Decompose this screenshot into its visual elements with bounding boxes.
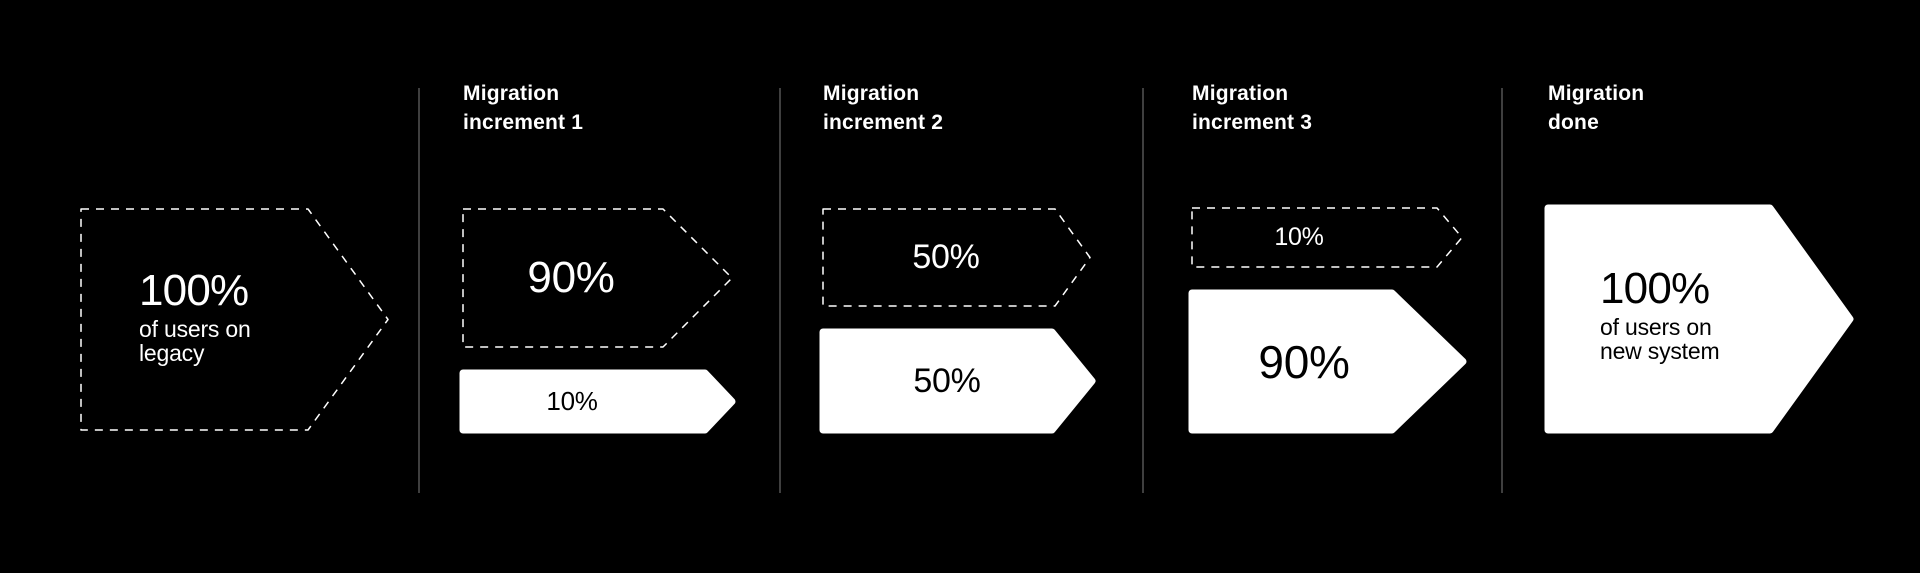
legacy-percent-caption: of users on legacy	[139, 317, 359, 365]
inc1-migrated-percent: 10%	[546, 386, 598, 416]
legacy-percent-value: 100%	[139, 266, 249, 315]
column-divider-3	[1142, 88, 1144, 493]
done-percent-value: 100%	[1600, 264, 1710, 313]
header-increment-3-line1: Migration	[1192, 82, 1289, 105]
inc2-migrated-solid-arrow-shape	[819, 328, 1096, 434]
inc2-migrated-percent: 50%	[913, 361, 981, 400]
legacy-arrow-label: 100% of users on legacy	[139, 266, 359, 366]
done-arrow-label: 100% of users on new system	[1600, 264, 1820, 364]
header-increment-1-line2: increment 1	[463, 111, 584, 134]
inc1-remaining-dashed-arrow-shape	[462, 208, 733, 348]
inc1-migrated-solid-arrow-shape	[459, 369, 736, 434]
header-increment-1: Migration increment 1	[463, 79, 743, 137]
inc1-remaining-percent: 90%	[527, 253, 615, 302]
inc2-remaining-dashed-arrow-shape	[822, 208, 1091, 307]
column-divider-1	[418, 88, 420, 493]
done-solid-arrow-shape	[1544, 204, 1854, 434]
done-caption-line2: new system	[1600, 338, 1720, 364]
inc3-migrated-percent: 90%	[1258, 335, 1350, 388]
inc3-migrated-solid-arrow-shape	[1188, 289, 1467, 434]
inc3-remaining-dashed-arrow-shape	[1191, 207, 1463, 268]
done-percent-caption: of users on new system	[1600, 315, 1820, 363]
done-caption-line1: of users on	[1600, 314, 1712, 340]
header-increment-2-line2: increment 2	[823, 111, 944, 134]
header-increment-2-line1: Migration	[823, 82, 920, 105]
header-increment-3-line2: increment 3	[1192, 111, 1313, 134]
header-increment-3: Migration increment 3	[1192, 79, 1472, 137]
header-done-line2: done	[1548, 111, 1599, 134]
header-done: Migration done	[1548, 79, 1828, 137]
legacy-caption-line1: of users on	[139, 316, 251, 342]
header-done-line1: Migration	[1548, 82, 1645, 105]
header-increment-1-line1: Migration	[463, 82, 560, 105]
legacy-caption-line2: legacy	[139, 340, 205, 366]
column-divider-2	[779, 88, 781, 493]
inc2-remaining-percent: 50%	[912, 238, 980, 276]
column-divider-4	[1501, 88, 1503, 493]
inc3-remaining-percent: 10%	[1274, 223, 1324, 251]
header-increment-2: Migration increment 2	[823, 79, 1103, 137]
